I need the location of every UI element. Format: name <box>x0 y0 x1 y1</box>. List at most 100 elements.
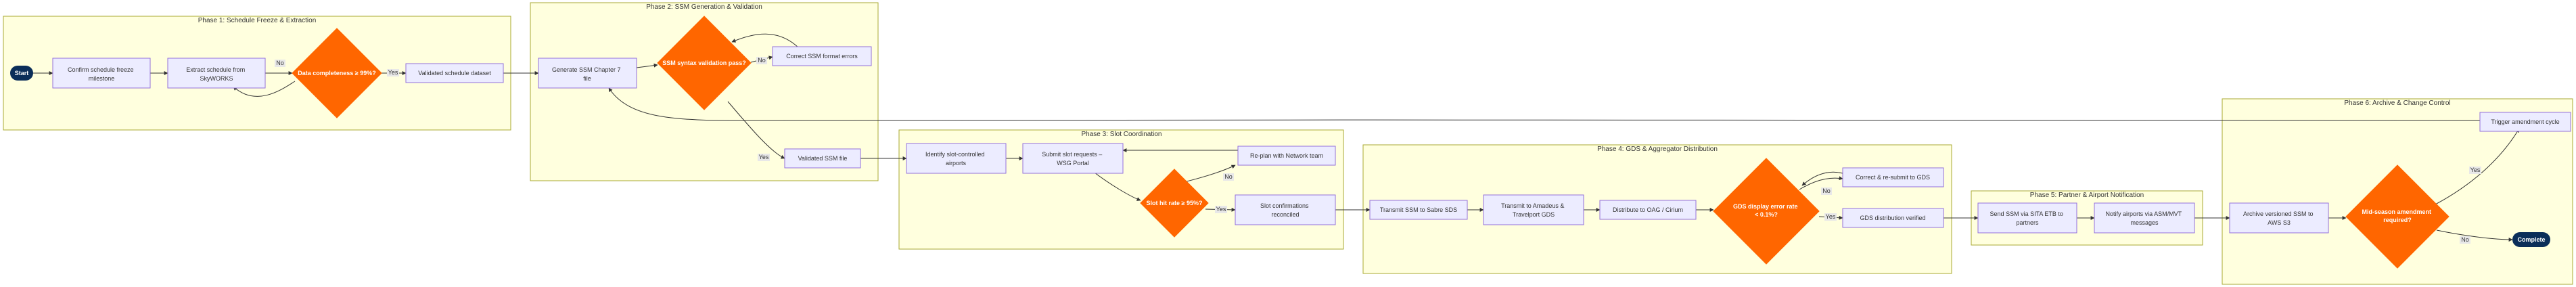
node-confirm-freeze: Confirm schedule freeze milestone <box>52 58 151 89</box>
decision-ssm-syntax-label: SSM syntax validation pass? <box>662 60 746 66</box>
label-yes-gds: Yes <box>1826 213 1836 220</box>
edge-correct-gds <box>1801 171 1843 186</box>
node-generate-ssm: Generate SSM Chapter 7 file <box>538 58 637 89</box>
node-archive: Archive versioned SSM to AWS S3 <box>2229 202 2329 234</box>
node-identify-airports: Identify slot-controlled airports <box>906 143 1007 174</box>
decision-data-completeness: Data completeness ≥ 99%? <box>292 28 382 118</box>
node-extract-schedule-line-2: SkyWORKS <box>200 75 233 82</box>
phase-2-label: Phase 2: SSM Generation & Validation <box>646 3 762 11</box>
edge-correct-syntax <box>731 33 799 48</box>
node-slot-confirmations-line-1: Slot confirmations <box>1260 202 1309 209</box>
label-yes-amendment: Yes <box>2470 167 2481 173</box>
node-validated-dataset-label: Validated schedule dataset <box>418 70 491 76</box>
node-transmit-sabre: Transmit SSM to Sabre SDS <box>1369 200 1468 220</box>
node-generate-ssm-line-1: Generate SSM Chapter 7 <box>552 66 621 73</box>
node-trigger-amendment: Trigger amendment cycle <box>2479 112 2571 132</box>
node-gds-verified: GDS distribution verified <box>1842 208 1944 228</box>
complete-label: Complete <box>2517 236 2545 243</box>
node-trigger-amendment-label: Trigger amendment cycle <box>2491 118 2559 125</box>
node-extract-schedule-line-1: Extract schedule from <box>186 66 245 73</box>
label-no-hitrate: No <box>1224 173 1233 180</box>
edge-amendment-trigger <box>2435 128 2520 205</box>
node-correct-ssm: Correct SSM format errors <box>772 46 872 66</box>
node-validated-dataset: Validated schedule dataset <box>405 63 504 83</box>
edge-gds-correct <box>1799 176 1843 190</box>
edge-generate-syntax <box>636 63 658 68</box>
node-distribute-oag-label: Distribute to OAG / Cirium <box>1613 206 1683 213</box>
edge-syntax-validated-ssm <box>727 101 785 159</box>
start-label: Start <box>15 70 29 76</box>
edge-completeness-extract-no <box>233 81 296 97</box>
node-identify-airports-line-2: airports <box>946 160 967 167</box>
node-confirm-freeze-line-2: milestone <box>89 75 115 82</box>
label-yes-syntax: Yes <box>759 154 769 160</box>
decision-post-amendment: Mid-season amendment required? <box>2345 164 2450 269</box>
decision-ssm-syntax: SSM syntax validation pass? <box>657 16 752 110</box>
node-gds-verified-label: GDS distribution verified <box>1860 215 1925 221</box>
node-notify-airports-line-1: Notify airports via ASM/MVT <box>2106 211 2182 217</box>
phase-1-label: Phase 1: Schedule Freeze & Extraction <box>198 17 317 24</box>
node-archive-line-1: Archive versioned SSM to <box>2243 211 2314 217</box>
node-identify-airports-line-1: Identify slot-controlled <box>925 151 985 158</box>
svg-text:Generate SSM Chapter 7 f: Generate SSM Chapter 7 file <box>552 66 622 82</box>
node-archive-line-2: AWS S3 <box>2268 219 2291 226</box>
node-submit-slot-line-2: WSG Portal <box>1057 160 1089 167</box>
phase-3-label: Phase 3: Slot Coordination <box>1082 131 1162 138</box>
phase-6-label: Phase 6: Archive & Change Control <box>2344 100 2450 107</box>
svg-text:Submit slot requests – W: Submit slot requests – WSG Portal <box>1042 151 1104 167</box>
edge-submit-hitrate <box>1091 170 1141 201</box>
edge-trigger-generate <box>608 87 2481 121</box>
edge-labels: No Yes No Yes No Yes No Yes Yes No <box>275 57 2481 244</box>
node-correct-ssm-label: Correct SSM format errors <box>786 53 858 60</box>
node-validated-ssm: Validated SSM file <box>784 148 861 169</box>
node-distribute-oag: Distribute to OAG / Cirium <box>1599 200 1697 220</box>
label-no-gds: No <box>1822 187 1831 194</box>
node-submit-slot-line-1: Submit slot requests – <box>1042 151 1102 158</box>
node-slot-confirmations: Slot confirmations reconciled <box>1235 194 1336 225</box>
node-transmit-amadeus: Transmit to Amadeus & Travelport GDS <box>1483 194 1584 225</box>
svg-text:Extract schedule from Sk: Extract schedule from SkyWORKS <box>186 66 247 82</box>
node-validated-ssm-label: Validated SSM file <box>798 155 848 162</box>
node-extract-schedule: Extract schedule from SkyWORKS <box>167 58 266 89</box>
label-yes-hitrate: Yes <box>1216 206 1226 213</box>
svg-text:Confirm schedule freeze: Confirm schedule freeze milestone <box>68 66 135 82</box>
node-confirm-freeze-line-1: Confirm schedule freeze <box>68 66 134 73</box>
node-send-ssm-line-2: partners <box>2016 219 2039 226</box>
label-no-completeness: No <box>276 60 284 66</box>
label-no-amendment: No <box>2461 236 2469 243</box>
decision-slot-hit-rate: Slot hit rate ≥ 95%? <box>1140 169 1209 238</box>
decision-post-amendment-line-2: required? <box>2383 217 2412 223</box>
label-yes-completeness: Yes <box>388 69 398 76</box>
node-send-ssm: Send SSM via SITA ETB to partners <box>1977 202 2077 234</box>
phase-5-label: Phase 5: Partner & Airport Notification <box>2030 192 2144 199</box>
node-notify-airports-line-2: messages <box>2130 219 2159 226</box>
svg-text:Transmit to Amadeus & Tr: Transmit to Amadeus & Travelport GDS <box>1501 202 1566 218</box>
svg-text:Notify airports via ASM/MVT: Notify airports via ASM/MVT messages <box>2106 211 2184 226</box>
edge-amendment-complete <box>2436 229 2513 242</box>
decision-data-completeness-label: Data completeness ≥ 99%? <box>298 70 375 76</box>
decision-gds-display-line-1: GDS display error rate <box>1733 203 1798 210</box>
svg-text:Archive versioned SSM to: Archive versioned SSM to AWS S3 <box>2243 211 2315 226</box>
start-terminal: Start <box>10 66 33 81</box>
decision-slot-hit-rate-label: Slot hit rate ≥ 95%? <box>1147 200 1203 206</box>
decision-gds-display: GDS display error rate < 0.1%? <box>1713 158 1820 265</box>
svg-text:Identify slot-controlled: Identify slot-controlled airports <box>925 151 986 167</box>
node-correct-resubmit: Correct & re-submit to GDS <box>1842 167 1944 187</box>
decision-gds-display-line-2: < 0.1%? <box>1755 211 1778 218</box>
node-transmit-amadeus-line-1: Transmit to Amadeus & <box>1501 202 1564 209</box>
node-transmit-sabre-label: Transmit SSM to Sabre SDS <box>1380 206 1457 213</box>
label-no-syntax: No <box>758 57 766 64</box>
svg-text:Slot confirmations recon: Slot confirmations reconciled <box>1260 202 1310 218</box>
node-replan: Re-plan with Network team <box>1237 146 1336 166</box>
svg-text:GDS display error rate <: GDS display error rate < 0.1%? <box>1733 203 1799 218</box>
svg-text:Send SSM via SITA ETB to: Send SSM via SITA ETB to partners <box>1990 211 2065 226</box>
node-transmit-amadeus-line-2: Travelport GDS <box>1513 211 1555 218</box>
complete-terminal: Complete <box>2512 232 2550 247</box>
node-correct-resubmit-label: Correct & re-submit to GDS <box>1856 174 1930 181</box>
node-send-ssm-line-1: Send SSM via SITA ETB to <box>1990 211 2063 217</box>
phase-4-label: Phase 4: GDS & Aggregator Distribution <box>1597 146 1718 153</box>
node-generate-ssm-line-2: file <box>583 75 591 82</box>
decision-post-amendment-line-1: Mid-season amendment <box>2362 208 2431 215</box>
node-replan-label: Re-plan with Network team <box>1250 152 1323 159</box>
